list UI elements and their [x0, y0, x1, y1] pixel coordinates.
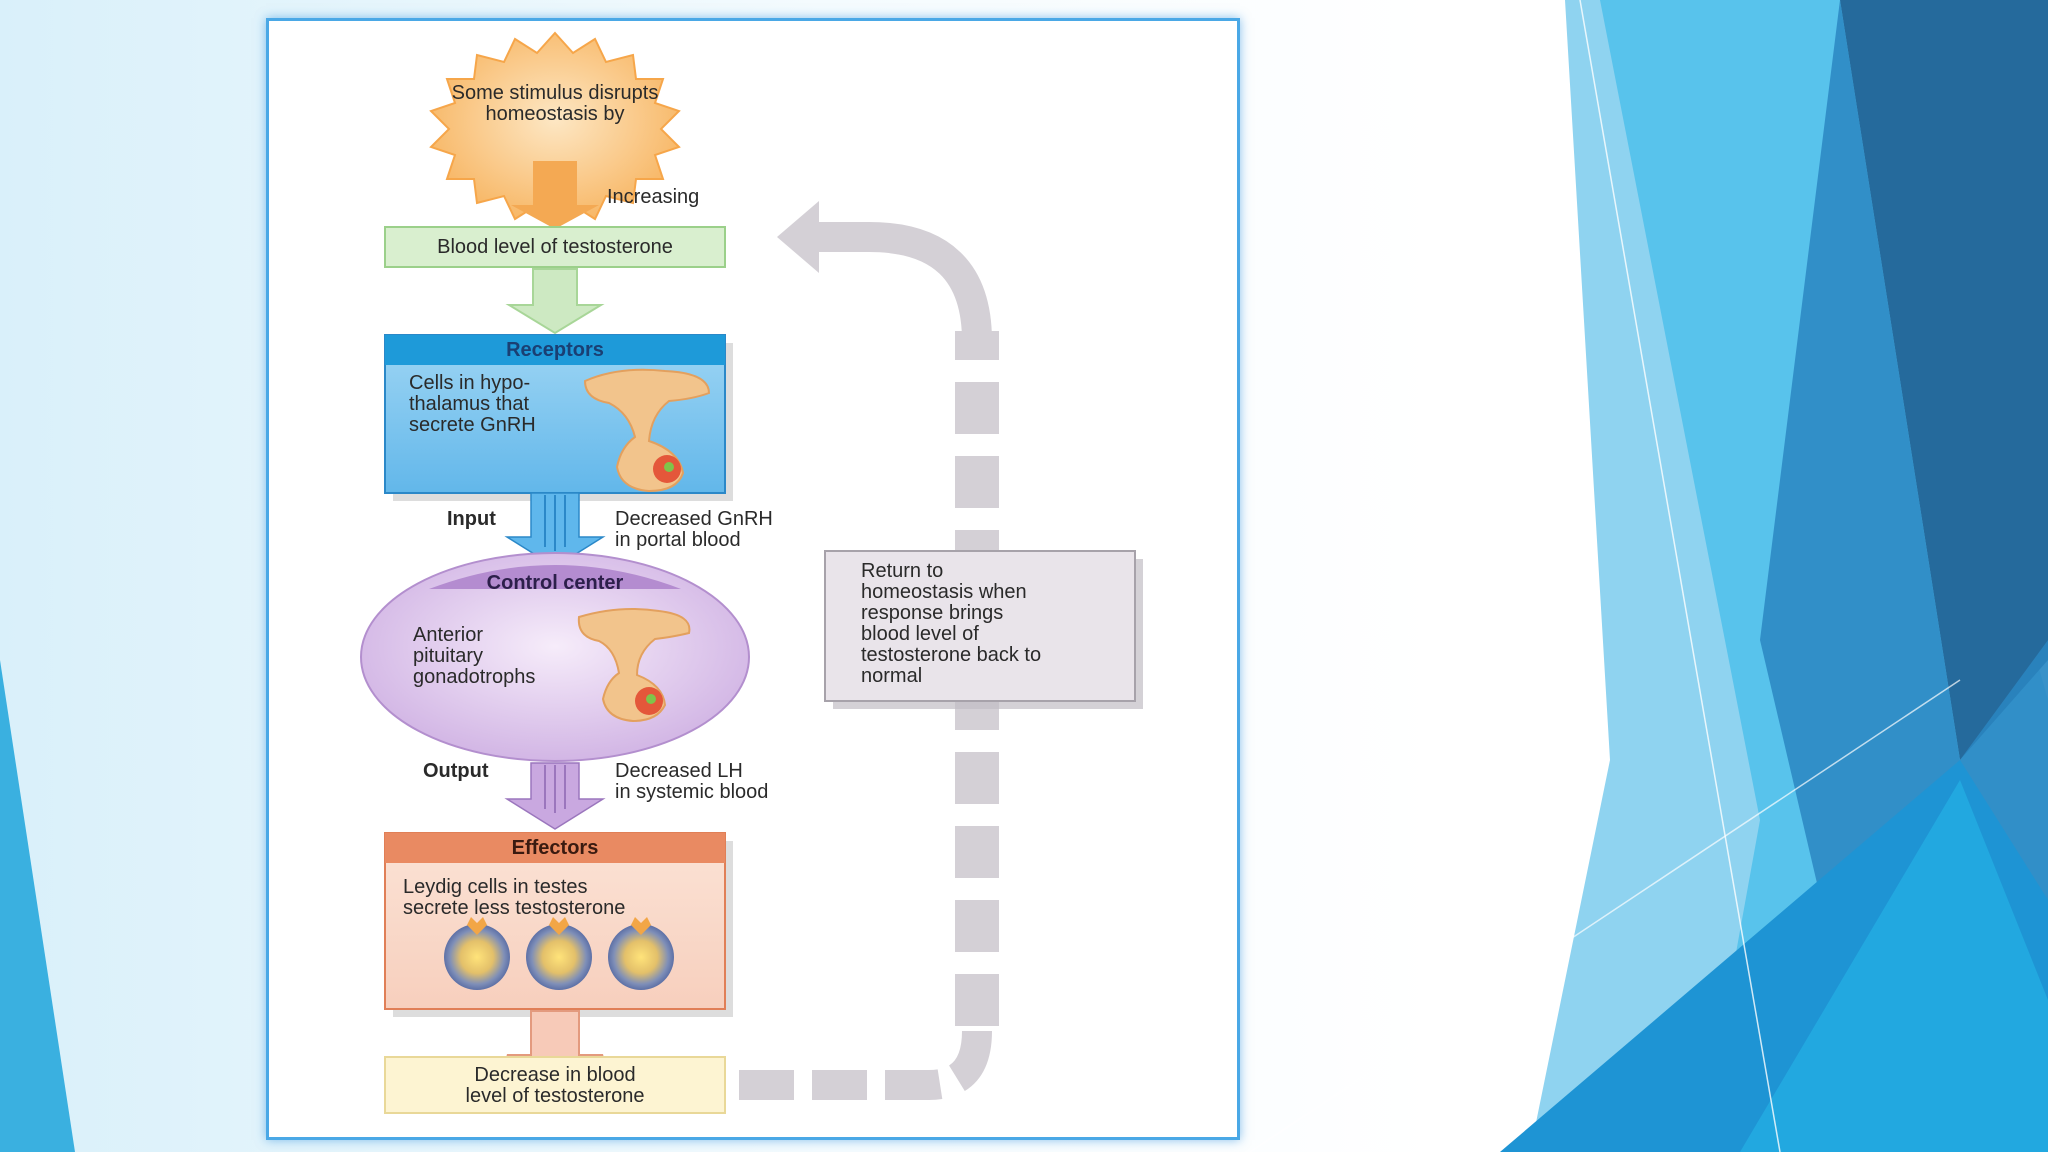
thin-line-2 [1249, 679, 1961, 1152]
receptors-box [384, 334, 733, 501]
control-center-title: Control center [486, 572, 624, 594]
result-box-shape [384, 1056, 726, 1114]
effectors-text: Leydig cells in testes secrete less test… [403, 876, 626, 919]
return-note-box [824, 550, 1143, 709]
receptors-text: Cells in hypo- thalamus that secrete GnR… [409, 372, 536, 436]
output-arrow [504, 762, 606, 830]
output-label: Output [423, 760, 489, 782]
increasing-label: Increasing [607, 186, 700, 208]
result-text: Decrease in blood level of testosterone [465, 1064, 645, 1107]
right-teal-shard [1740, 780, 2048, 1152]
return-note-text: Return to homeostasis when response brin… [861, 560, 1042, 687]
feedback-diagram [360, 31, 1143, 1114]
input-label: Input [447, 508, 496, 530]
input-arrow [504, 492, 606, 568]
receptors-title: Receptors [506, 339, 604, 361]
controlled-variable-box-shape [384, 226, 726, 268]
left-blue-shard [0, 660, 75, 1152]
stimulus-text: Some stimulus disrupts homeostasis by [451, 82, 659, 125]
control-center-text: Anterior pituitary gonadotrophs [413, 624, 536, 688]
effectors-title: Effectors [511, 837, 599, 859]
leydig-cells-icon [444, 917, 674, 990]
controlled-variable-text: Blood level of testosterone [437, 236, 673, 258]
control-center-ellipse [360, 552, 750, 762]
diagram-frame: Some stimulus disrupts homeostasis by In… [266, 18, 1240, 1140]
input-text: Decreased GnRH in portal blood [615, 508, 773, 551]
green-arrow [505, 268, 605, 335]
output-text: Decreased LH in systemic blood [615, 760, 769, 803]
thin-line-1 [1579, 0, 1781, 1152]
increase-arrow [511, 161, 599, 229]
right-dark-shard [1840, 0, 2048, 760]
